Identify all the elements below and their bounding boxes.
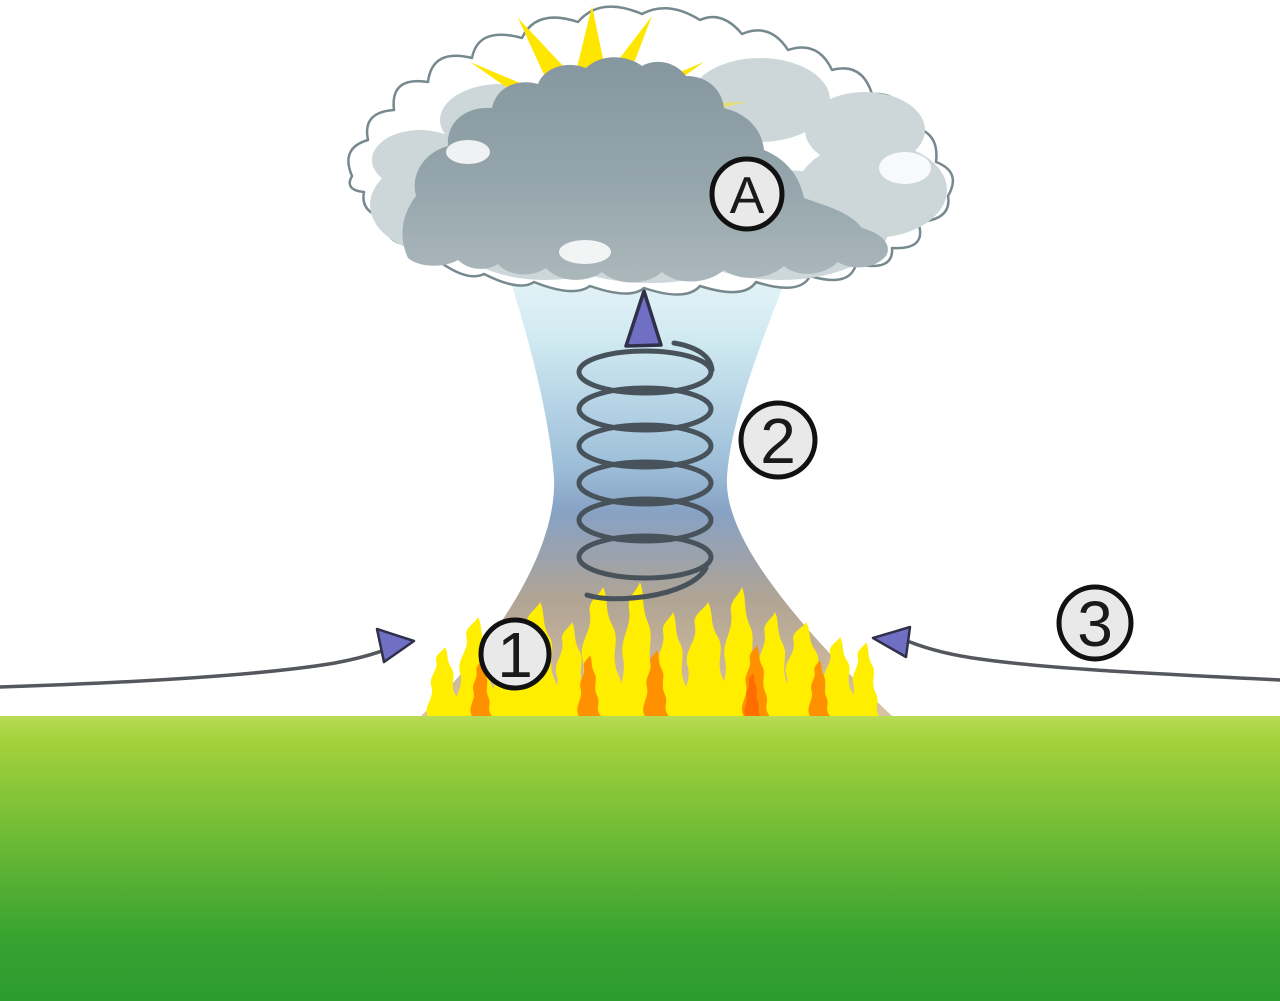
marker-circle[interactable]	[1056, 584, 1134, 662]
marker-circle[interactable]	[738, 400, 818, 480]
pyrocumulus-cloud	[347, 5, 955, 296]
marker-circle[interactable]	[709, 156, 785, 232]
spiral-loop	[576, 496, 714, 544]
marker-cloud[interactable]: A	[709, 156, 785, 232]
marker-label: 2	[760, 405, 796, 477]
marker-fire[interactable]: 1	[478, 617, 552, 691]
spiral-loop	[576, 422, 714, 470]
convection-column	[420, 264, 893, 717]
ground	[0, 716, 1280, 1001]
arrow-line	[0, 642, 402, 689]
arrow-head-icon	[871, 625, 912, 659]
spiral-loop	[576, 459, 714, 507]
arrow-head-icon	[375, 627, 416, 664]
marker-label: 1	[497, 619, 533, 691]
marker-circle[interactable]	[478, 617, 552, 691]
marker-inflow[interactable]: 3	[1056, 584, 1134, 662]
arrow-line	[908, 640, 1280, 682]
cloud-shade-blob	[805, 92, 925, 168]
flame-icon	[848, 642, 881, 719]
spiral-tail	[584, 565, 709, 602]
marker-updraft[interactable]: 2	[738, 400, 818, 480]
cloud-highlight-blob	[559, 240, 611, 264]
cloud-highlight-blob	[446, 140, 490, 164]
spiral-loop	[576, 533, 714, 581]
up-arrow-icon	[624, 289, 663, 348]
cloud-highlight-blob	[879, 152, 931, 184]
marker-label: A	[730, 167, 765, 225]
spiral-loop	[576, 385, 714, 433]
cloud-highlights	[446, 140, 931, 264]
left-inflow-arrow	[0, 627, 416, 689]
right-inflow-arrow	[871, 625, 1280, 682]
updraft-spiral	[576, 340, 715, 602]
cloud-core	[402, 57, 888, 283]
spiral-loop	[576, 348, 714, 396]
marker-label: 3	[1077, 588, 1113, 660]
